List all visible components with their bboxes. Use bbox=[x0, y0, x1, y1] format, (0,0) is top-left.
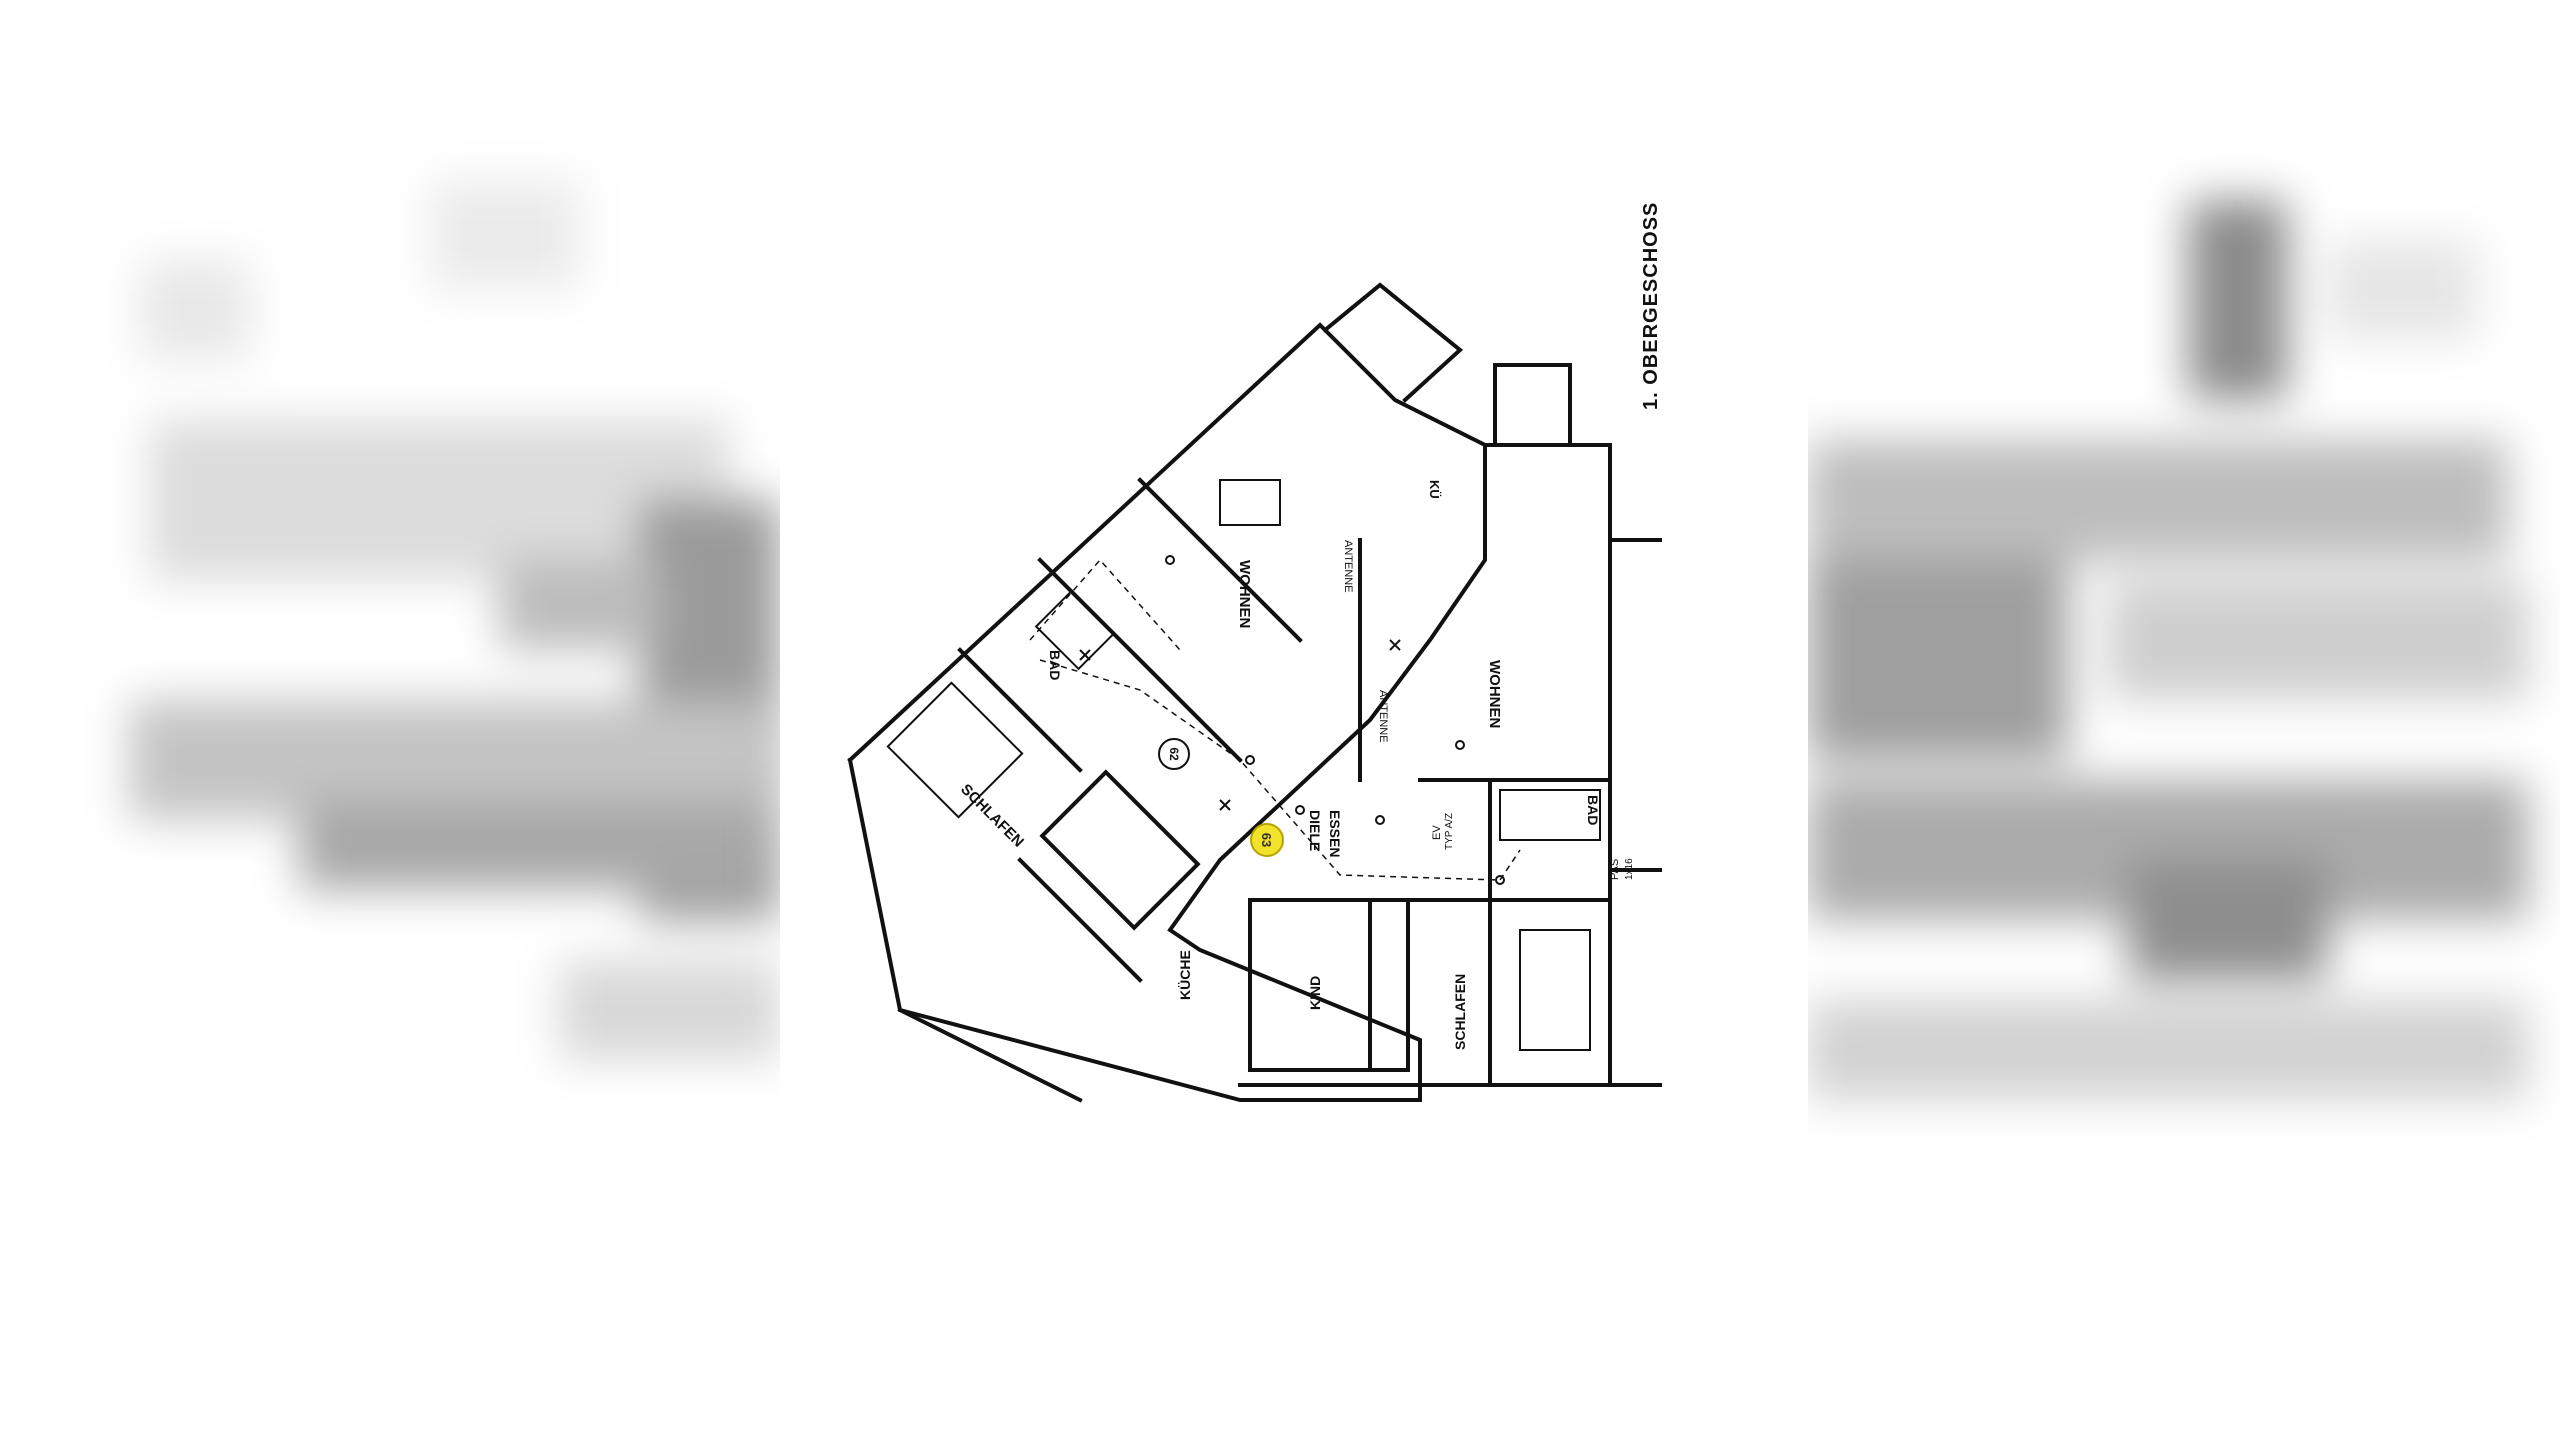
floor-title: 1. OBERGESCHOSS bbox=[1640, 201, 1662, 410]
left-apartment-outline bbox=[847, 322, 1487, 1102]
antenne-label-right: ANTENNE bbox=[1377, 690, 1389, 743]
room-label-wohnen-right: WOHNEN bbox=[1486, 660, 1503, 728]
bath-left bbox=[1034, 589, 1116, 671]
room-label-schlafen-left: SCHLAFEN bbox=[957, 781, 1027, 851]
blurred-background-right bbox=[1808, 0, 2560, 1440]
balcony-right bbox=[1493, 363, 1572, 447]
ev-label: EV bbox=[1431, 825, 1443, 840]
room-label-essen: ESSEN bbox=[1327, 810, 1343, 857]
bathtub-right bbox=[1499, 789, 1601, 841]
wardrobe bbox=[1368, 898, 1410, 1072]
room-label-wohnen-left: WOHNEN bbox=[1236, 560, 1253, 628]
kitchen-wall bbox=[897, 1007, 1083, 1103]
pas-sub-label: 1x16 bbox=[1624, 858, 1635, 880]
wiring-path-1 bbox=[1039, 659, 1521, 881]
kitchen-counter bbox=[1219, 479, 1281, 526]
bed-right bbox=[1519, 929, 1591, 1051]
blurred-background-left bbox=[0, 0, 780, 1440]
room-label-bad-left: BAD bbox=[1047, 650, 1063, 680]
location-marker-highlight[interactable]: 63 bbox=[1250, 823, 1284, 857]
stairwell bbox=[1039, 769, 1201, 931]
balcony-upper bbox=[1322, 282, 1464, 403]
room-label-bad-right: BAD bbox=[1585, 795, 1601, 825]
bed-left bbox=[886, 681, 1024, 819]
room-label-diele: DIELE bbox=[1307, 810, 1323, 851]
interior-wall-2 bbox=[1137, 477, 1303, 643]
interior-wall-4 bbox=[1017, 857, 1143, 983]
room-label-kind: KIND bbox=[1307, 976, 1323, 1010]
location-marker-plain[interactable]: 62 bbox=[1158, 738, 1190, 770]
room-label-schlafen-right: SCHLAFEN bbox=[1452, 974, 1468, 1050]
antenne-label-left: ANTENNE bbox=[1342, 540, 1354, 593]
right-apartment-outline bbox=[1238, 443, 1612, 1087]
floor-plan-drawing: WOHNEN BAD SCHLAFEN KÜCHE KIND DIELE ESS… bbox=[847, 282, 1662, 1103]
room-label-kue-small: KÜ bbox=[1427, 480, 1442, 499]
floor-plan-page: WOHNEN BAD SCHLAFEN KÜCHE KIND DIELE ESS… bbox=[780, 0, 1808, 1440]
interior-wall-3 bbox=[957, 647, 1083, 773]
room-label-kueche: KÜCHE bbox=[1177, 950, 1193, 1000]
typ-label: TYP A/Z bbox=[1444, 813, 1455, 850]
wiring-path-2 bbox=[1029, 558, 1181, 651]
pas-label: PAS bbox=[1609, 859, 1621, 880]
